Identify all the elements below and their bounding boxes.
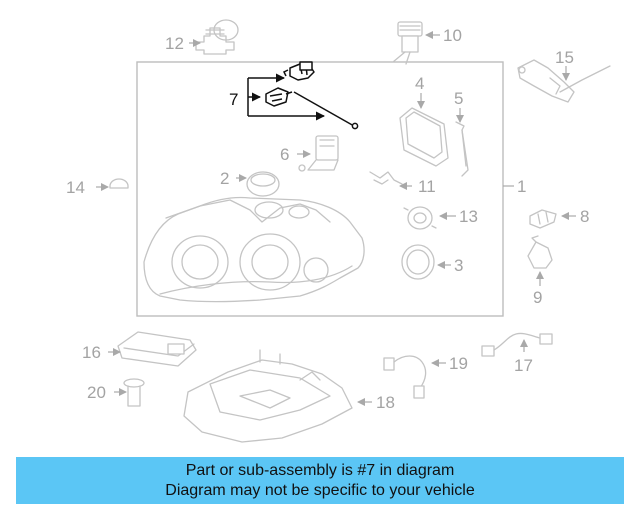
callout-18: 18 xyxy=(376,393,395,412)
callout-8: 8 xyxy=(580,207,589,226)
callout-19: 19 xyxy=(449,354,468,373)
part-4-bracket xyxy=(399,107,449,167)
callout-9: 9 xyxy=(533,288,542,307)
callout-10: 10 xyxy=(443,26,462,45)
part-13-socket xyxy=(403,206,437,230)
part-11-clip xyxy=(369,171,403,185)
part-18-bracket xyxy=(183,349,353,443)
part-17-harness xyxy=(481,332,553,357)
part-19-harness xyxy=(383,355,427,399)
part-8-bulb xyxy=(529,209,557,229)
callout-12: 12 xyxy=(165,34,184,53)
callout-11: 11 xyxy=(418,177,436,196)
callout-14: 14 xyxy=(66,178,85,197)
callout-5: 5 xyxy=(454,89,463,108)
parts-diagram: 1 12 10 15 xyxy=(66,19,611,443)
headlamp-housing xyxy=(143,196,365,303)
part-6-module xyxy=(298,135,339,172)
part-12-bulb xyxy=(195,19,239,55)
callout-2: 2 xyxy=(220,169,229,188)
notice-banner: Part or sub-assembly is #7 in diagram Di… xyxy=(16,457,624,504)
part-5-clip xyxy=(455,121,469,177)
callout-15: 15 xyxy=(555,48,574,67)
leader-7 xyxy=(247,73,325,121)
banner-line-1: Part or sub-assembly is #7 in diagram xyxy=(185,461,455,479)
part-2-cap xyxy=(246,171,280,197)
part-10-bulb xyxy=(392,21,423,65)
callout-17: 17 xyxy=(514,356,533,375)
part-3-ring xyxy=(401,244,435,280)
headlamp-assembly-frame xyxy=(136,61,504,317)
banner-line-2: Diagram may not be specific to your vehi… xyxy=(165,481,475,499)
part-7-adjuster-screw xyxy=(282,61,315,81)
part-15-leveling-motor xyxy=(517,59,611,103)
part-9-bulb xyxy=(527,235,553,269)
callout-4: 4 xyxy=(415,74,424,93)
callout-16: 16 xyxy=(82,343,101,362)
callout-3: 3 xyxy=(454,256,463,275)
callout-13: 13 xyxy=(459,207,478,226)
part-14-grommet xyxy=(109,178,129,189)
callout-6: 6 xyxy=(280,145,289,164)
part-16-control-module xyxy=(117,331,197,367)
part-7-adjuster-rod xyxy=(265,87,359,130)
callout-7: 7 xyxy=(229,90,238,109)
part-20-pin xyxy=(123,378,145,407)
callout-1: 1 xyxy=(517,177,526,196)
callout-20: 20 xyxy=(87,383,106,402)
